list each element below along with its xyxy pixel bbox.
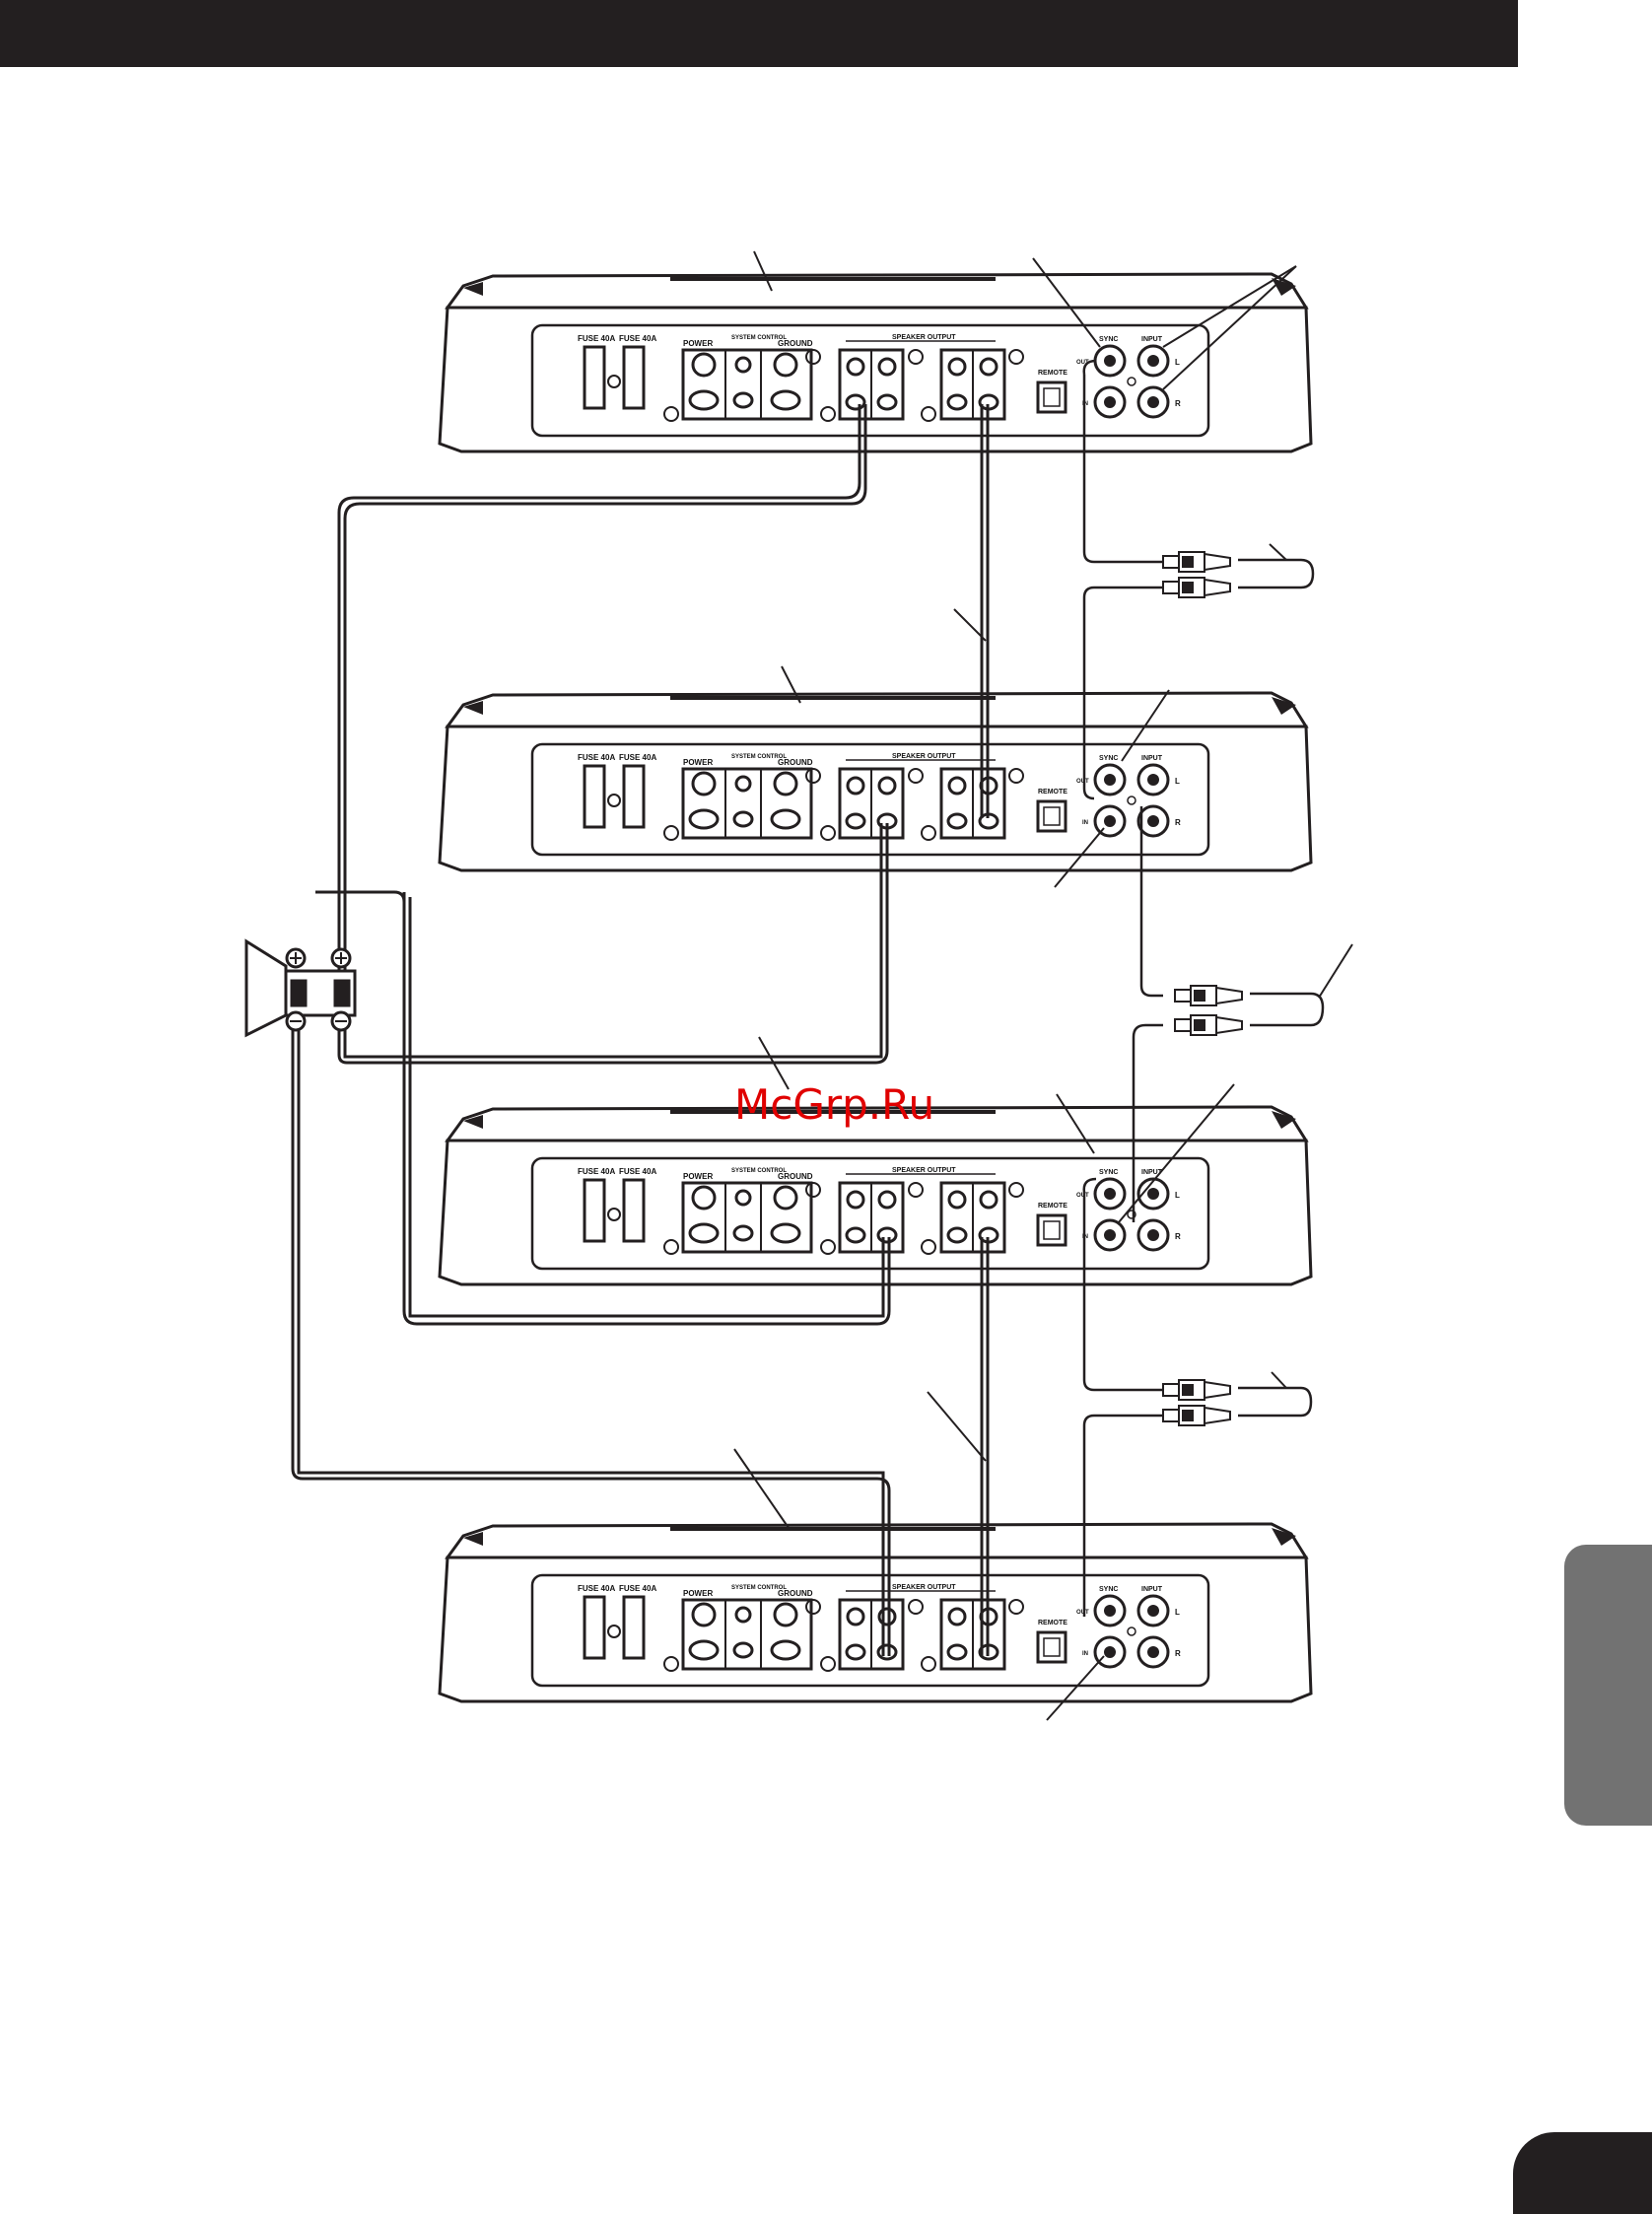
input-l-label: L — [1175, 777, 1180, 786]
page-number-tab — [1513, 2132, 1652, 2214]
amplifier-1: FUSE 40A FUSE 40A POWER SYSTEM CONTROL G… — [438, 272, 1313, 453]
sync-label: SYNC — [1099, 1586, 1118, 1593]
fuse-label: FUSE 40A — [578, 1584, 615, 1593]
watermark-text: McGrp.Ru — [734, 1080, 934, 1129]
input-label: INPUT — [1141, 1586, 1163, 1593]
sync-out-label: OUT — [1076, 1610, 1089, 1616]
remote-label: REMOTE — [1038, 1203, 1067, 1210]
fuse-label: FUSE 40A — [578, 334, 615, 343]
power-label: POWER — [683, 758, 713, 767]
input-label: INPUT — [1141, 1169, 1163, 1176]
remote-label: REMOTE — [1038, 370, 1067, 377]
amplifier-4-labels: FUSE 40A FUSE 40A POWER SYSTEM CONTROL G… — [578, 1584, 1181, 1658]
sync-label: SYNC — [1099, 336, 1118, 343]
fuse-label: FUSE 40A — [619, 334, 656, 343]
input-label: INPUT — [1141, 755, 1163, 762]
sync-in-label: IN — [1082, 820, 1088, 826]
amplifier-1-labels: FUSE 40A FUSE 40A POWER SYSTEM CONTROL G… — [578, 334, 1181, 408]
ground-label: GROUND — [778, 758, 813, 767]
input-label: INPUT — [1141, 336, 1163, 343]
system-control-label: SYSTEM CONTROL — [731, 1168, 787, 1174]
input-l-label: L — [1175, 358, 1180, 367]
remote-label: REMOTE — [1038, 1620, 1067, 1626]
power-label: POWER — [683, 1589, 713, 1598]
ground-label: GROUND — [778, 339, 813, 348]
section-side-tab[interactable] — [1564, 1545, 1652, 1826]
amplifier-2-labels: FUSE 40A FUSE 40A POWER SYSTEM CONTROL G… — [578, 753, 1181, 827]
fuse-label: FUSE 40A — [619, 1167, 656, 1176]
speaker-output-label: SPEAKER OUTPUT — [892, 1584, 956, 1591]
amplifier-2: FUSE 40A FUSE 40A POWER SYSTEM CONTROL G… — [438, 691, 1313, 872]
fuse-label: FUSE 40A — [578, 1167, 615, 1176]
sync-cables — [1082, 359, 1325, 1617]
amplifier-3: FUSE 40A FUSE 40A POWER SYSTEM CONTROL G… — [438, 1105, 1313, 1286]
sync-label: SYNC — [1099, 1169, 1118, 1176]
sync-out-label: OUT — [1076, 779, 1089, 785]
speaker-output-label: SPEAKER OUTPUT — [892, 334, 956, 341]
system-control-label: SYSTEM CONTROL — [731, 335, 787, 341]
speaker-wires — [291, 404, 990, 1656]
system-control-label: SYSTEM CONTROL — [731, 1585, 787, 1591]
power-label: POWER — [683, 1172, 713, 1181]
input-l-label: L — [1175, 1608, 1180, 1617]
amplifier-4: FUSE 40A FUSE 40A POWER SYSTEM CONTROL G… — [438, 1522, 1313, 1703]
page-header-bar — [0, 0, 1518, 67]
fuse-label: FUSE 40A — [578, 753, 615, 762]
speaker — [244, 938, 357, 1038]
sync-in-label: IN — [1082, 1651, 1088, 1657]
callout-leaders — [733, 250, 1353, 1721]
input-r-label: R — [1175, 399, 1181, 408]
speaker-output-label: SPEAKER OUTPUT — [892, 1167, 956, 1174]
power-label: POWER — [683, 339, 713, 348]
ground-label: GROUND — [778, 1172, 813, 1181]
system-control-label: SYSTEM CONTROL — [731, 754, 787, 760]
speaker-output-label: SPEAKER OUTPUT — [892, 753, 956, 760]
input-l-label: L — [1175, 1191, 1180, 1200]
input-r-label: R — [1175, 1232, 1181, 1241]
sync-label: SYNC — [1099, 755, 1118, 762]
fuse-label: FUSE 40A — [619, 753, 656, 762]
input-r-label: R — [1175, 1649, 1181, 1658]
fuse-label: FUSE 40A — [619, 1584, 656, 1593]
remote-label: REMOTE — [1038, 789, 1067, 796]
sync-out-label: OUT — [1076, 360, 1089, 366]
sync-out-label: OUT — [1076, 1193, 1089, 1199]
input-r-label: R — [1175, 818, 1181, 827]
ground-label: GROUND — [778, 1589, 813, 1598]
rca-plugs — [1162, 551, 1243, 1426]
